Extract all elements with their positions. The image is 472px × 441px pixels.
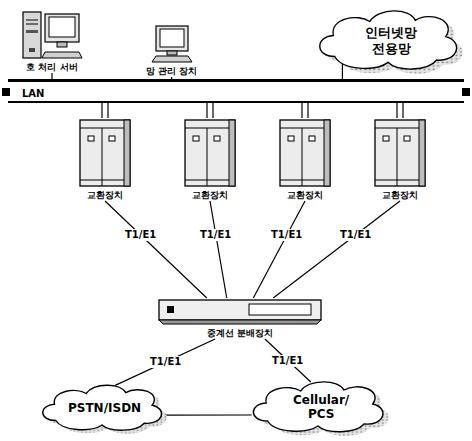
device-node: 교환장치 [78, 118, 132, 201]
link-line [397, 103, 403, 118]
device-node: 교환장치 [183, 118, 237, 201]
trunk-label: T1/E1 [270, 355, 305, 367]
link-line [253, 201, 305, 298]
link-line [273, 201, 400, 298]
trunk-label: T1/E1 [269, 229, 304, 241]
dist-icon [157, 298, 323, 326]
device-node: 교환장치 [278, 118, 332, 201]
device-node: 망 관리 장치 [146, 24, 197, 77]
link-line [210, 201, 227, 298]
lan-bus: LAN [8, 79, 464, 103]
device-label: 교환장치 [192, 190, 228, 201]
trunk-label: T1/E1 [338, 229, 373, 241]
sw-icon [78, 118, 132, 188]
link-line [102, 103, 108, 118]
network-cloud: 인터넷망 전용망 [312, 4, 464, 74]
bus-label: LAN [8, 88, 44, 99]
trunk-label: T1/E1 [123, 229, 158, 241]
device-label: 호 처리 서버 [26, 62, 77, 73]
device-label: 망 관리 장치 [146, 66, 197, 77]
device-node: 중계선 분배장치 [157, 298, 323, 339]
cloud-label: PSTN/ISDN [68, 401, 141, 415]
trunk-label: T1/E1 [148, 356, 183, 368]
link-line [302, 103, 308, 118]
sw-icon [183, 118, 237, 188]
device-label: 교환장치 [382, 190, 418, 201]
link-line [265, 339, 311, 382]
link-line [163, 415, 252, 416]
term-icon [150, 24, 194, 64]
link-line [207, 103, 213, 118]
link-line [115, 339, 215, 385]
trunk-label: T1/E1 [198, 229, 233, 241]
network-cloud: Cellular/ PCS [246, 376, 390, 436]
device-label: 중계선 분배장치 [207, 328, 273, 339]
sw-icon [373, 118, 427, 188]
device-label: 교환장치 [287, 190, 323, 201]
bus-end [462, 88, 470, 96]
device-label: 교환장치 [87, 190, 123, 201]
bus-end [2, 88, 10, 96]
cloud-label: Cellular/ PCS [293, 393, 349, 422]
server-icon [21, 8, 83, 60]
sw-icon [278, 118, 332, 188]
network-cloud: PSTN/ISDN [36, 380, 168, 434]
device-node: 호 처리 서버 [21, 8, 83, 73]
link-line [105, 201, 207, 298]
device-node: 교환장치 [373, 118, 427, 201]
cloud-label: 인터넷망 전용망 [365, 25, 417, 56]
